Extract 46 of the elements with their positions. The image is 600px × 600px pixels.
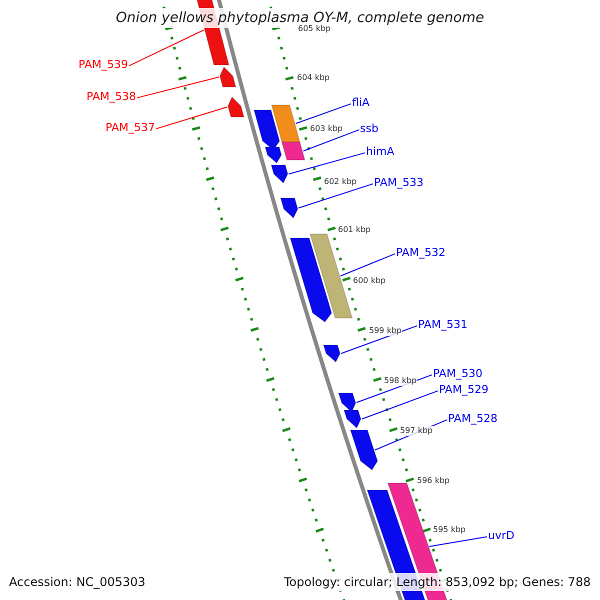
tick-label: 601 kbp [338,225,371,235]
leader-line [136,76,220,98]
leader-line [295,103,352,124]
gene-block [309,234,353,318]
gene-block [227,96,245,118]
gene-block [322,344,341,363]
gene-label: uvrD [488,529,514,542]
tick-label: 599 kbp [369,326,402,336]
gene-label: fliA [352,96,370,109]
gene-label: PAM_529 [439,383,488,396]
gene-label: ssb [360,122,378,135]
gene-label: PAM_539 [78,58,128,71]
tick-label: 595 kbp [433,525,466,535]
gene-block [280,198,298,219]
leader-line [428,536,488,547]
tick-label: 597 kbp [400,426,433,436]
leader-line [302,129,360,152]
tick-label: 604 kbp [297,73,330,83]
gene-label: PAM_533 [374,176,424,189]
gene-block [264,146,282,164]
leader-line [340,253,396,276]
leader-line [156,106,228,130]
gene-block [270,164,288,184]
leader-line [128,30,204,66]
tick-label: 603 kbp [310,124,343,134]
tick-label: 596 kbp [417,476,450,486]
gene-label: PAM_528 [448,412,498,425]
leader-line [298,183,374,208]
gene-block [290,238,332,323]
gene-label: PAM_537 [106,121,155,134]
leader-line [288,152,366,174]
gene-label: PAM_538 [86,90,136,103]
gene-label: PAM_530 [433,367,482,380]
tick-label: 602 kbp [324,177,357,187]
leader-line [361,390,438,420]
footer-text: Topology: circular; Length: 853,092 bp; Genes: 788 [282,573,593,591]
gene-block [281,142,306,160]
gene-block [271,104,300,142]
gene-block [343,410,362,429]
gene-block [350,430,378,471]
gene-block [219,66,236,88]
gene-label: himA [366,145,394,158]
tick-label: 598 kbp [384,376,417,386]
gene-label: PAM_531 [418,318,468,331]
tick-label: 600 kbp [353,276,386,286]
gene-label: PAM_532 [396,246,446,259]
